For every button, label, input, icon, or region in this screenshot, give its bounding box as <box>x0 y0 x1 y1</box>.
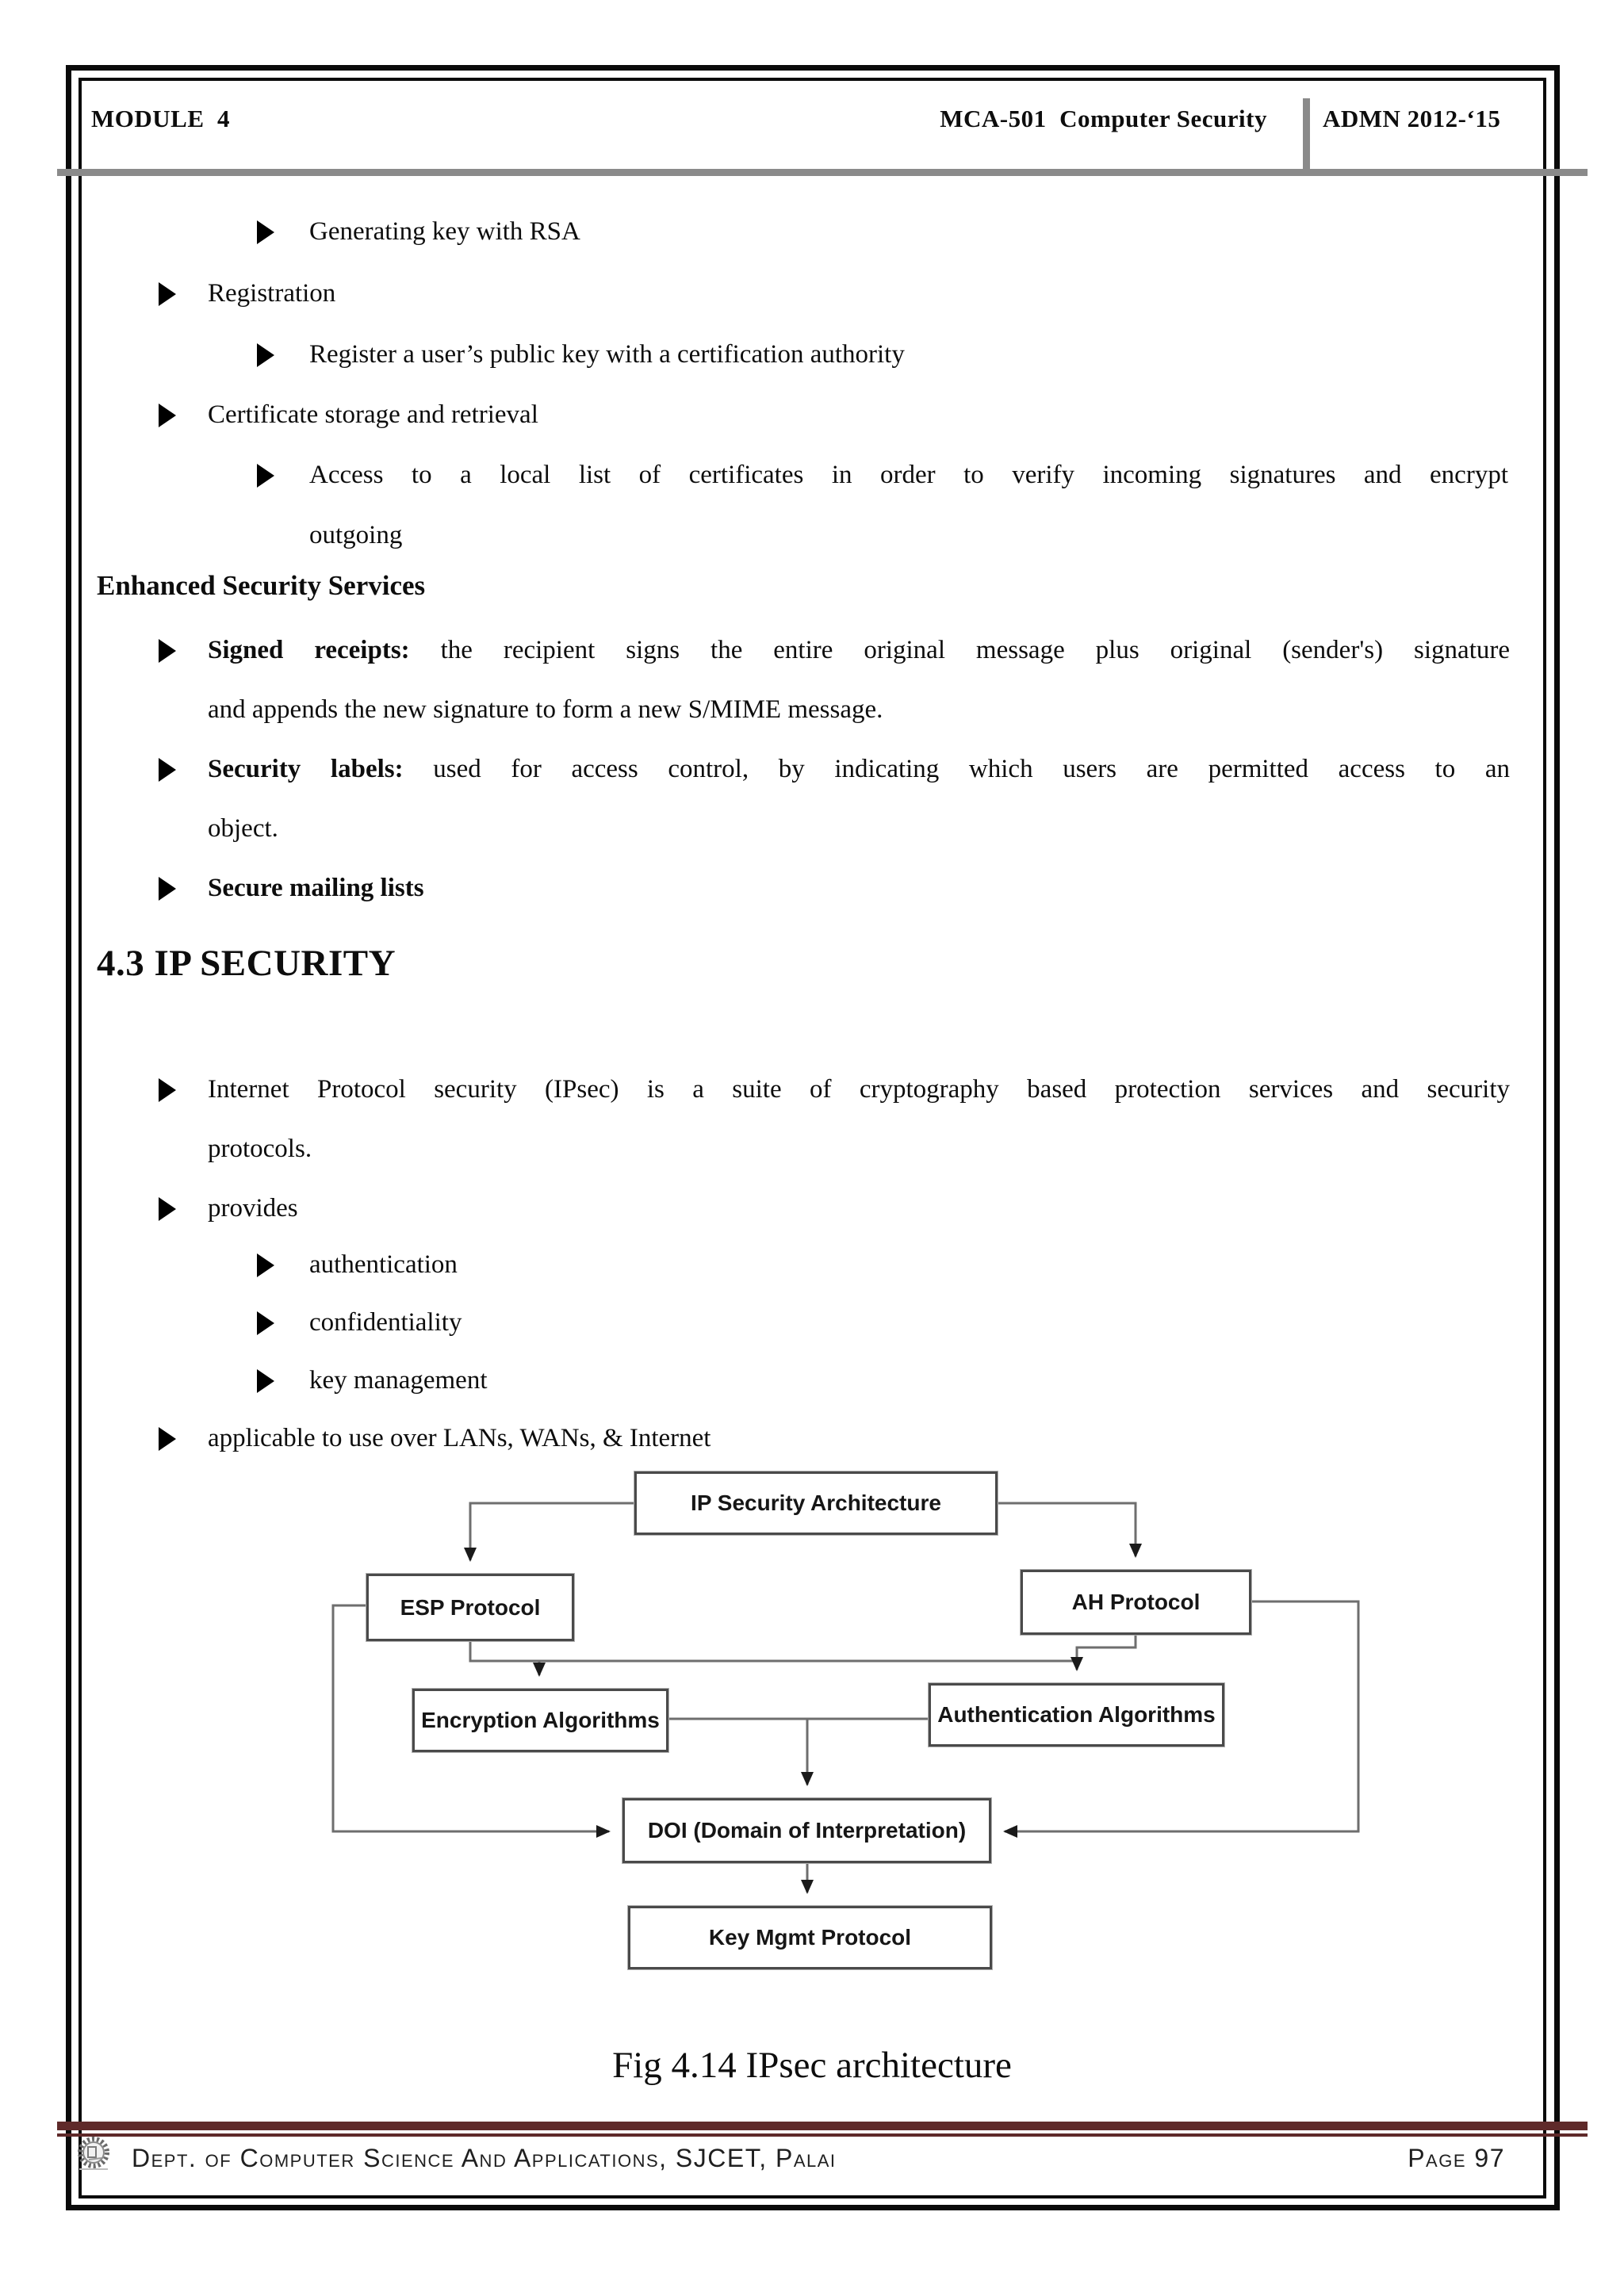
bullet-triangle-icon <box>159 877 176 901</box>
header-admission: ADMN 2012-‘15 <box>1323 105 1501 132</box>
bullet-item-rest: the recipient signs the entire original … <box>409 636 1510 664</box>
bullet-triangle-icon <box>257 1369 274 1393</box>
bullet-item: Access to a local list of certificates i… <box>309 461 1508 489</box>
diagram-node-authentication-algorithms: Authentication Algorithms <box>929 1683 1224 1747</box>
bullet-triangle-icon <box>257 220 274 244</box>
diagram-node-esp-protocol: ESP Protocol <box>366 1574 574 1641</box>
bullet-item: key management <box>309 1366 488 1395</box>
bullet-item: Signed receipts: the recipient signs the… <box>208 633 1510 668</box>
bullet-triangle-icon <box>159 639 176 663</box>
footer-rule-line <box>57 2133 1588 2137</box>
footer-rule-bar <box>57 2122 1588 2130</box>
bullet-triangle-icon <box>159 1078 176 1102</box>
bullet-item: Secure mailing lists <box>208 874 424 902</box>
bullet-item: provides <box>208 1194 298 1223</box>
bullet-item-continuation: protocols. <box>208 1135 312 1163</box>
diagram-node-encryption-algorithms: Encryption Algorithms <box>412 1689 668 1752</box>
header-course: MCA-501 Computer Security <box>940 105 1267 132</box>
section-heading-enhanced-security: Enhanced Security Services <box>97 570 426 601</box>
bullet-triangle-icon <box>159 1427 176 1451</box>
footer-page-number: Page 97 <box>1408 2144 1505 2172</box>
figure-caption: Fig 4.14 IPsec architecture <box>612 2045 1012 2086</box>
bullet-item: confidentiality <box>309 1308 462 1337</box>
bullet-item-continuation: and appends the new signature to form a … <box>208 695 883 724</box>
header-module: MODULE 4 <box>91 105 230 132</box>
bullet-item: Register a user’s public key with a cert… <box>309 340 905 369</box>
bullet-item: applicable to use over LANs, WANs, & Int… <box>208 1424 711 1452</box>
bullet-item-rest: used for access control, by indicating w… <box>403 755 1510 783</box>
bullet-triangle-icon <box>257 464 274 488</box>
diagram-node-key-mgmt-protocol: Key Mgmt Protocol <box>628 1906 992 1969</box>
page-inner-border <box>79 78 1546 2198</box>
bullet-item-lead: Security labels: <box>208 755 404 783</box>
bullet-item: Registration <box>208 279 336 308</box>
footer-department: Dept. of Computer Science And Applicatio… <box>132 2144 837 2172</box>
bullet-item-continuation: outgoing <box>309 521 403 549</box>
page-outer-border <box>66 65 1560 2210</box>
diagram-node-doi: DOI (Domain of Interpretation) <box>622 1798 991 1863</box>
bullet-triangle-icon <box>257 1253 274 1277</box>
bullet-item: Security labels: used for access control… <box>208 752 1510 786</box>
bullet-triangle-icon <box>257 1311 274 1335</box>
bullet-item: authentication <box>309 1250 458 1279</box>
bullet-triangle-icon <box>159 404 176 427</box>
bullet-item: Generating key with RSA <box>309 217 580 246</box>
bullet-triangle-icon <box>159 1197 176 1221</box>
college-emblem-icon <box>75 2134 113 2179</box>
section-heading-ip-security: 4.3 IP SECURITY <box>97 943 396 984</box>
diagram-node-ip-security-architecture: IP Security Architecture <box>634 1471 998 1535</box>
diagram-node-ah-protocol: AH Protocol <box>1021 1570 1251 1635</box>
ipsec-architecture-diagram: IP Security Architecture ESP Protocol AH… <box>331 1467 1362 2077</box>
connector-lines <box>331 1502 1360 1894</box>
bullet-triangle-icon <box>159 282 176 306</box>
bullet-item-continuation: object. <box>208 814 278 843</box>
header-vertical-divider <box>1303 98 1310 170</box>
bullet-item: Certificate storage and retrieval <box>208 400 538 429</box>
header-rule-bar <box>57 169 1588 176</box>
bullet-item-lead: Signed receipts: <box>208 636 410 664</box>
bullet-triangle-icon <box>257 343 274 367</box>
bullet-item: Internet Protocol security (IPsec) is a … <box>208 1075 1510 1104</box>
bullet-triangle-icon <box>159 758 176 782</box>
